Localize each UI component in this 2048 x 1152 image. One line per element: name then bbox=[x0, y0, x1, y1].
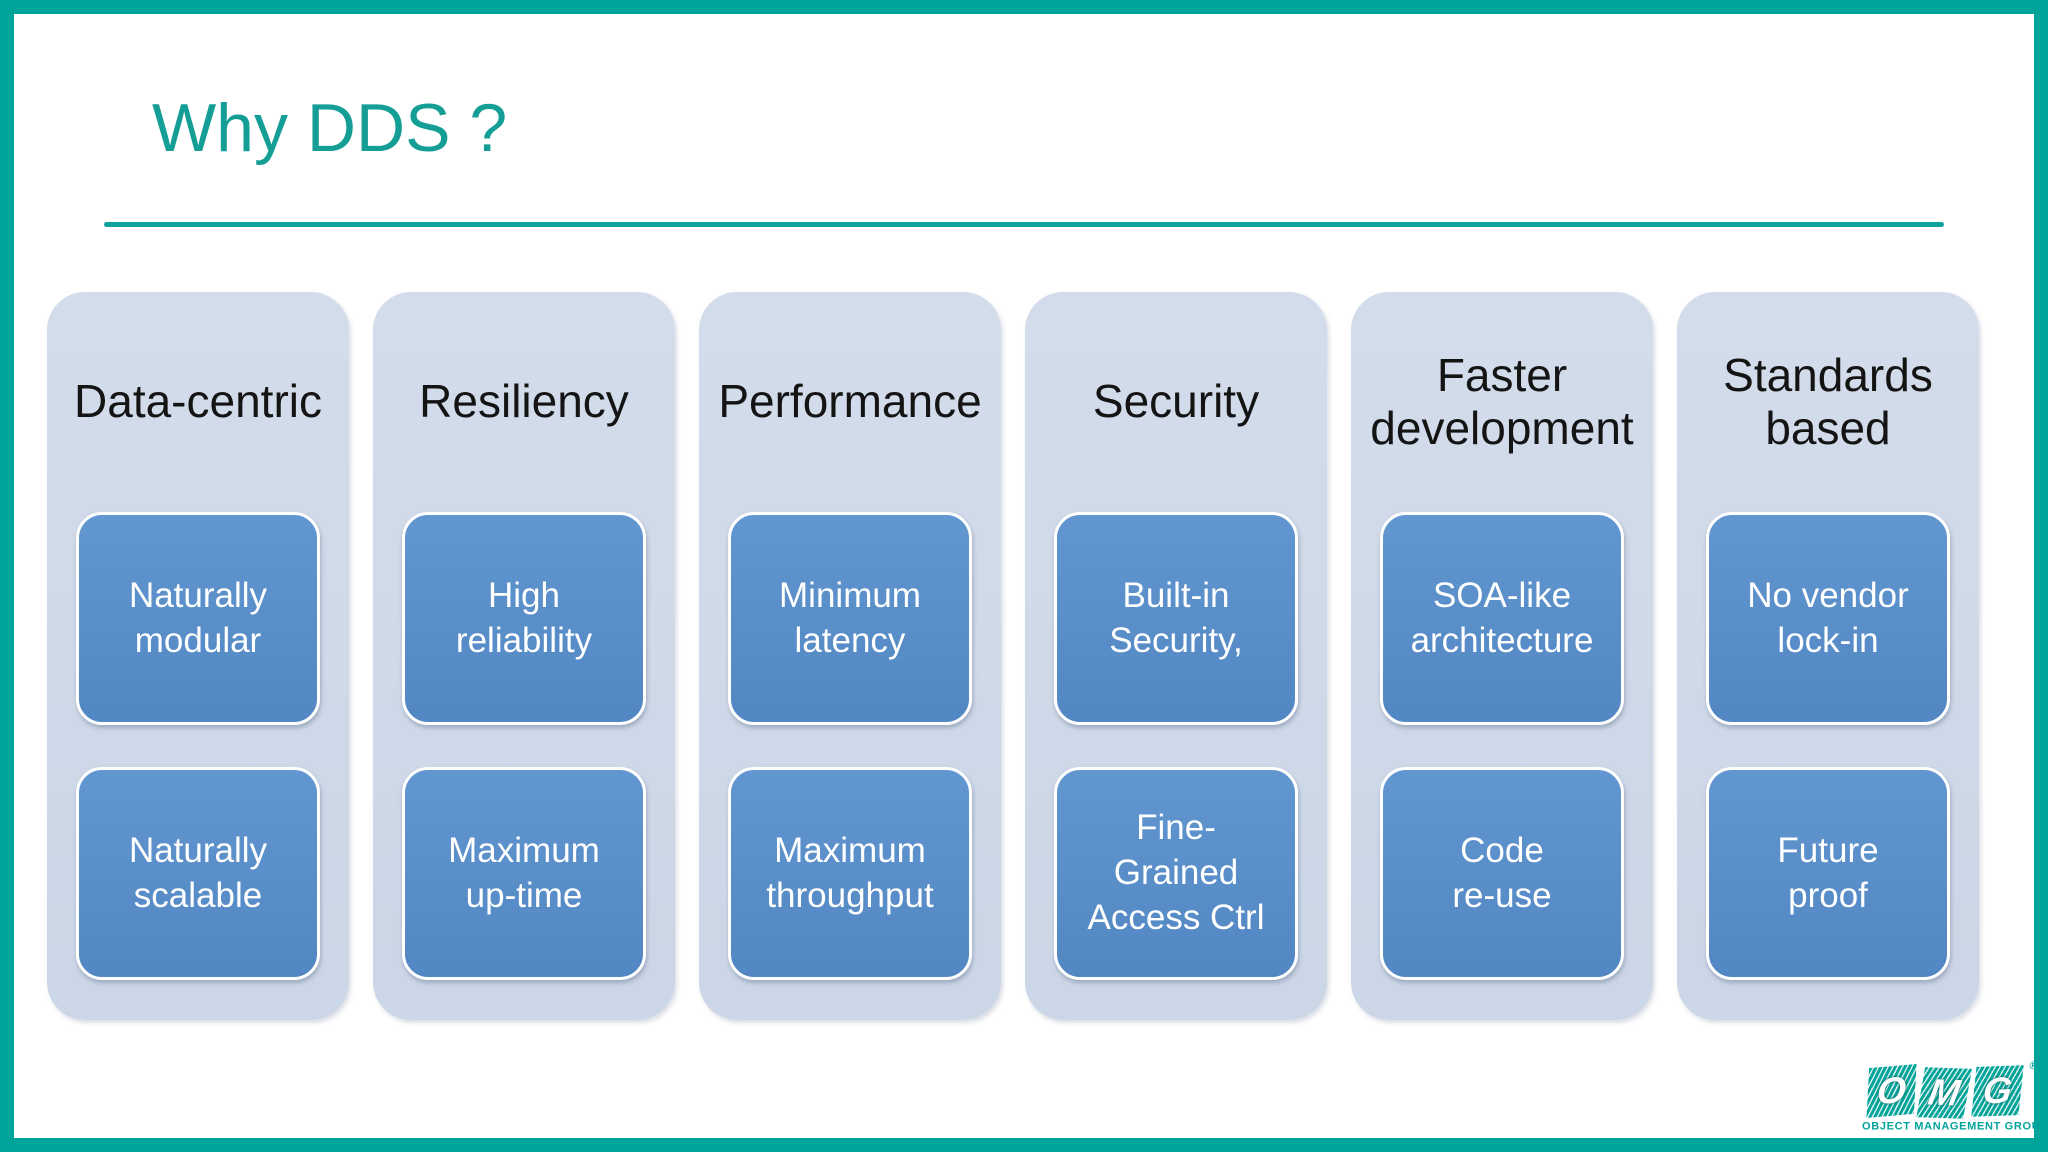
registered-mark-icon: ® bbox=[2028, 1060, 2039, 1073]
omg-letter-o-tile: O bbox=[1865, 1064, 1917, 1119]
column-header: Performance bbox=[718, 375, 982, 428]
column-resiliency: Resiliency High reliability Maximum up-t… bbox=[373, 292, 675, 1020]
column-header: Faster development bbox=[1370, 348, 1634, 454]
omg-logo: O M G ® OBJECT MANAGEMENT GROUP® bbox=[1862, 1060, 2048, 1133]
feature-box: Code re-use bbox=[1380, 767, 1624, 980]
feature-box: Maximum throughput bbox=[728, 767, 972, 980]
feature-box: High reliability bbox=[402, 512, 646, 725]
column-faster-development: Faster development SOA-like architecture… bbox=[1351, 292, 1653, 1020]
column-header: Security bbox=[1092, 375, 1260, 428]
column-security: Security Built-in Security, Fine- Graine… bbox=[1025, 292, 1327, 1020]
feature-box: Built-in Security, bbox=[1054, 512, 1298, 725]
features-row: Data-centric Naturally modular Naturally… bbox=[47, 292, 1979, 1020]
title-underline bbox=[104, 222, 1944, 227]
feature-box: No vendor lock-in bbox=[1706, 512, 1950, 725]
omg-logo-caption: OBJECT MANAGEMENT GROUP® bbox=[1862, 1120, 2048, 1133]
feature-box: Minimum latency bbox=[728, 512, 972, 725]
column-data-centric: Data-centric Naturally modular Naturally… bbox=[47, 292, 349, 1020]
feature-box: Maximum up-time bbox=[402, 767, 646, 980]
feature-box: Naturally modular bbox=[76, 512, 320, 725]
feature-box: Future proof bbox=[1706, 767, 1950, 980]
column-performance: Performance Minimum latency Maximum thro… bbox=[699, 292, 1001, 1020]
column-standards-based: Standards based No vendor lock-in Future… bbox=[1677, 292, 1979, 1020]
page-title: Why DDS ? bbox=[152, 90, 508, 166]
feature-box: SOA-like architecture bbox=[1380, 512, 1624, 725]
column-header: Standards based bbox=[1723, 348, 1933, 454]
feature-box: Fine- Grained Access Ctrl bbox=[1054, 767, 1298, 980]
feature-box: Naturally scalable bbox=[76, 767, 320, 980]
omg-logo-letters: O M G ® bbox=[1858, 1060, 2038, 1120]
column-header: Data-centric bbox=[74, 375, 322, 428]
omg-letter-g-tile: G bbox=[1970, 1065, 2024, 1118]
omg-letter-m-tile: M bbox=[1915, 1067, 1972, 1120]
column-header: Resiliency bbox=[419, 375, 629, 428]
omg-caption-text: OBJECT MANAGEMENT GROUP bbox=[1862, 1121, 2048, 1133]
